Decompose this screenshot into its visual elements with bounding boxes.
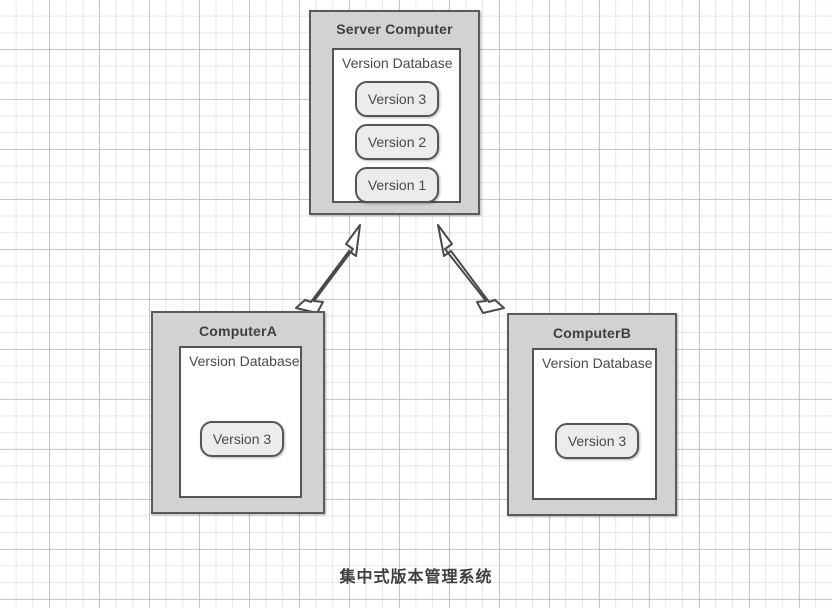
connector-server-to-computer-a — [295, 224, 361, 314]
version-pill[interactable]: Version 3 — [355, 81, 439, 117]
connector-server-to-computer-b — [437, 224, 505, 314]
computer-a-version-database: Version Database Version 3 — [179, 346, 302, 498]
version-pill[interactable]: Version 2 — [355, 124, 439, 160]
diagram-caption: 集中式版本管理系统 — [339, 569, 493, 586]
node-computer-a-title: ComputerA — [198, 323, 278, 339]
server-version-database: Version Database Version 3 Version 2 Ver… — [332, 48, 461, 203]
server-version-database-label: Version Database — [342, 55, 453, 71]
version-pill[interactable]: Version 1 — [355, 167, 439, 203]
computer-a-version-database-label: Version Database — [189, 353, 300, 369]
version-pill[interactable]: Version 3 — [555, 423, 639, 459]
node-server-computer-title: Server Computer — [336, 21, 453, 37]
node-computer-b[interactable]: ComputerB Version Database Version 3 — [507, 313, 677, 516]
computer-b-version-database: Version Database Version 3 — [532, 348, 657, 500]
node-server-computer[interactable]: Server Computer Version Database Version… — [309, 10, 480, 215]
node-computer-a[interactable]: ComputerA Version Database Version 3 — [151, 311, 325, 514]
computer-b-version-database-label: Version Database — [542, 355, 653, 371]
version-pill[interactable]: Version 3 — [200, 421, 284, 457]
node-computer-b-title: ComputerB — [552, 325, 632, 341]
